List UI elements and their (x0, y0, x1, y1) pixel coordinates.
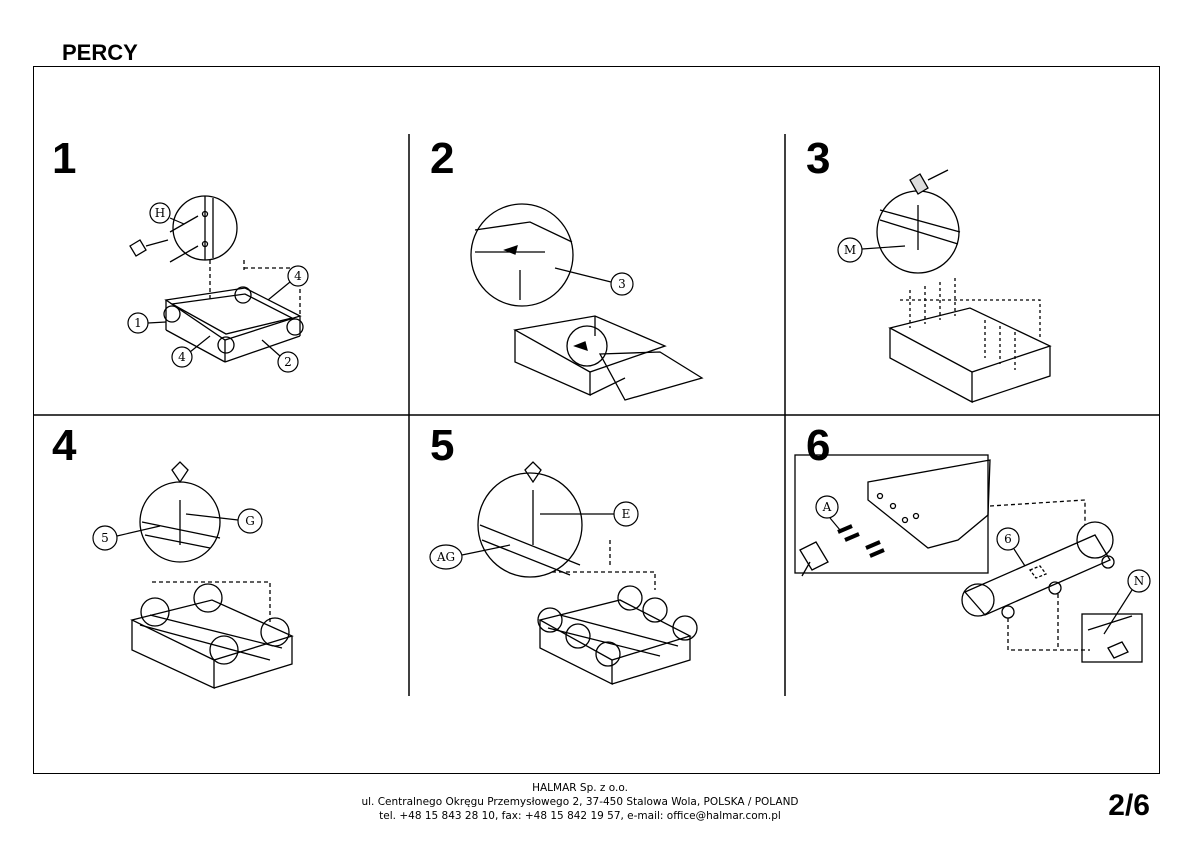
label-N: N (1134, 574, 1145, 588)
step-number-3: 3 (806, 134, 831, 183)
step-number-5: 5 (430, 421, 455, 470)
step-number-4: 4 (52, 421, 77, 470)
step-2-callouts (554, 267, 634, 296)
label-E: E (622, 507, 631, 521)
footer-company: HALMAR Sp. z o.o. (532, 782, 628, 794)
label-2: 2 (284, 355, 292, 369)
label-1: 1 (134, 316, 142, 330)
label-AG: AG (436, 550, 455, 564)
callout-labels: H 1 4 4 2 3 M 5 G E AG A 6 N (101, 206, 1144, 588)
step-1-drawing (129, 195, 304, 363)
step-number-1: 1 (52, 134, 77, 183)
panel-grid (33, 134, 1160, 696)
step-number-6: 6 (806, 421, 831, 470)
label-A: A (822, 500, 832, 514)
step-4-callouts (92, 508, 263, 551)
label-M: M (844, 243, 856, 257)
document-title: PERCY (62, 40, 138, 65)
step-5-callouts (429, 501, 639, 570)
step-2-drawing (470, 203, 704, 401)
footer-address: ul. Centralnego Okręgu Przemysłowego 2, … (361, 796, 799, 808)
footer-contact: tel. +48 15 843 28 10, fax: +48 15 842 1… (379, 810, 781, 822)
step-3-drawing (876, 169, 1052, 404)
step-1-callouts (127, 202, 309, 373)
instruction-frame (33, 66, 1160, 774)
step-6-drawing (794, 454, 1143, 663)
label-5: 5 (101, 531, 109, 545)
step-4-drawing (130, 461, 294, 690)
step-number-2: 2 (430, 134, 455, 183)
label-3: 3 (618, 277, 626, 291)
label-H: H (155, 206, 165, 220)
label-G: G (245, 514, 255, 528)
step-3-callouts (837, 237, 906, 263)
step-6-callouts (815, 495, 1151, 635)
step-5-drawing (477, 461, 698, 686)
footer: HALMAR Sp. z o.o. ul. Centralnego Okręgu… (340, 781, 820, 823)
label-4-bottom: 4 (178, 350, 186, 364)
page-number: 2/6 (1108, 789, 1150, 822)
label-6: 6 (1004, 532, 1012, 546)
label-4-top: 4 (294, 269, 302, 283)
